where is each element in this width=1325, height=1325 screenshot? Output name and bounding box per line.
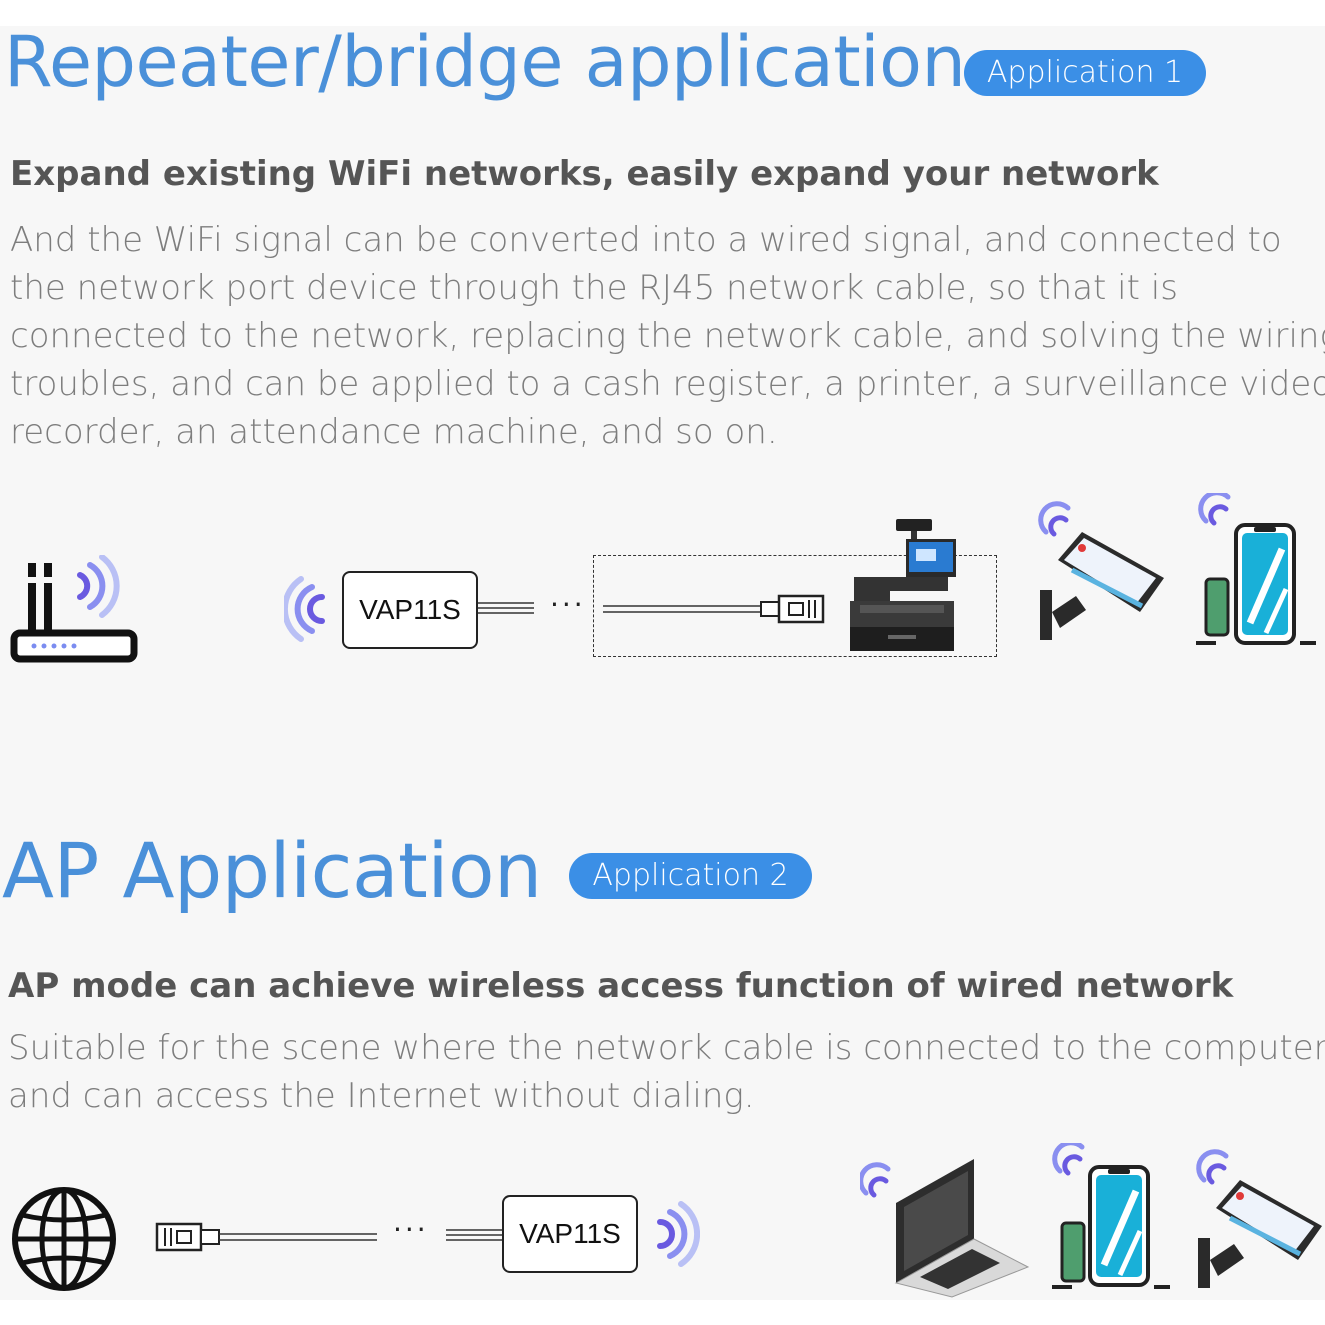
smartphone-icon [1196,493,1316,645]
section2-description-line: and can access the Internet without dial… [8,1076,755,1116]
section1-subheading: Expand existing WiFi networks, easily ex… [10,154,1159,194]
cable-ellipsis: ··· [550,588,586,621]
section1-description-line: And the WiFi signal can be converted int… [10,220,1282,260]
globe-icon [12,1187,116,1291]
router-icon [10,555,138,663]
laptop-icon [860,1159,1030,1298]
section1-title: Repeater/bridge application [4,21,966,103]
section2-description-line: Suitable for the scene where the network… [8,1028,1325,1068]
cable-line [446,1229,504,1241]
section1-description-line: the network port device through the RJ45… [10,268,1178,308]
section1-description-line: connected to the network, replacing the … [10,316,1325,356]
security-camera-icon [1196,1149,1322,1288]
section2-title: AP Application [2,826,542,915]
section1-description-line: recorder, an attendance machine, and so … [10,412,778,452]
section1-badge: Application 1 [964,50,1206,96]
wifi-signal-icon [657,1201,700,1267]
cable-line [478,602,534,614]
content-panel [0,26,1325,1300]
vap11s-device-box: VAP11S [342,571,478,649]
vap11s-device-box: VAP11S [502,1195,638,1273]
rj45-connector-icon [603,594,825,624]
cable-ellipsis: ··· [393,1213,429,1246]
wifi-signal-icon [284,576,325,642]
section1-description-line: troubles, and can be applied to a cash r… [10,364,1325,404]
security-camera-icon [1038,501,1164,640]
target-device-frame [593,555,997,657]
smartphone-icon [1052,1143,1170,1289]
cash-register-icon [850,519,956,651]
section2-badge: Application 2 [569,853,812,899]
section2-subheading: AP mode can achieve wireless access func… [8,966,1234,1006]
rj45-connector-icon [155,1222,377,1252]
